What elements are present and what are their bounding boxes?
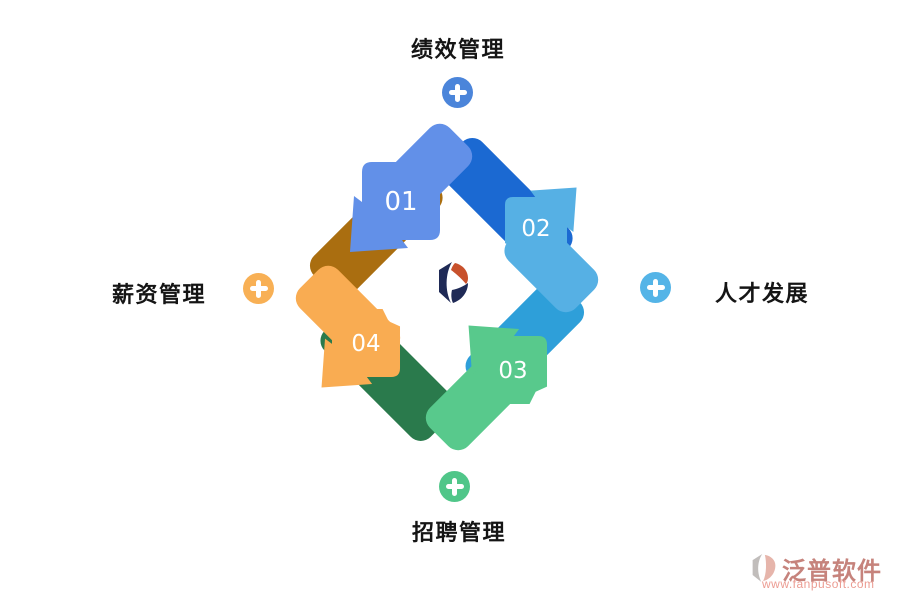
plus-icon-top (442, 77, 473, 108)
step-number-04: 04 (351, 331, 380, 357)
watermark: 泛普软件 www.fanpusoft.com (744, 549, 894, 594)
plus-icon-bottom (439, 471, 470, 502)
plus-bar (455, 83, 460, 102)
step-number-01: 01 (384, 187, 417, 217)
node-label-performance: 绩效管理 (410, 37, 505, 62)
node-label-recruitment: 招聘管理 (411, 520, 506, 545)
watermark-glyph-left (752, 554, 763, 582)
plus-bar (256, 279, 261, 298)
center-brand-logo (439, 262, 468, 303)
plus-bar (653, 278, 658, 297)
plus-bar (452, 477, 457, 496)
node-label-talent: 人才发展 (715, 281, 810, 306)
step-number-02: 02 (521, 216, 550, 242)
node-label-salary: 薪资管理 (112, 282, 207, 307)
watermark-brand: 泛普软件 (782, 558, 882, 585)
plus-icon-right (640, 272, 671, 303)
step-number-03: 03 (498, 358, 527, 384)
plus-icon-left (243, 273, 274, 304)
watermark-glyph-right (763, 554, 776, 582)
watermark-logo-icon (752, 554, 776, 582)
logo-navy-bottom (451, 283, 468, 303)
watermark-url: www.fanpusoft.com (762, 577, 875, 591)
logo-orange-swoosh (451, 263, 468, 284)
logo-navy-left (439, 262, 452, 303)
